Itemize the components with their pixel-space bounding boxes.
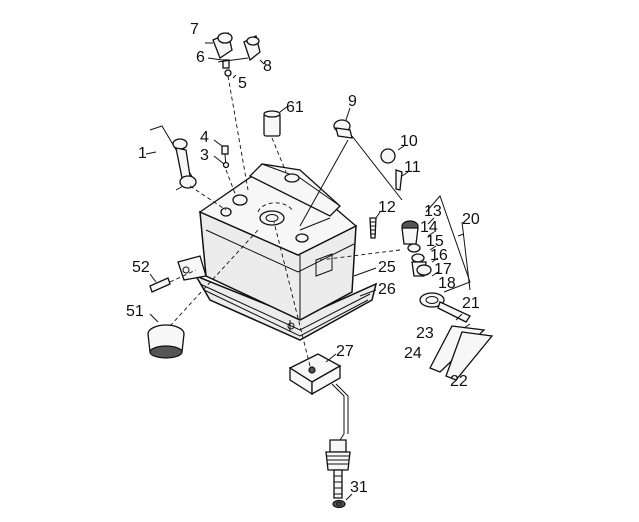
label-27: 27 <box>336 343 354 360</box>
label-31: 31 <box>350 479 368 496</box>
label-61: 61 <box>286 99 304 116</box>
screw-52 <box>149 269 197 293</box>
valve-51 <box>147 229 259 359</box>
label-11: 11 <box>404 159 421 176</box>
label-18: 18 <box>438 275 456 292</box>
screw-3-4 <box>213 139 237 197</box>
label-5: 5 <box>238 75 247 92</box>
part-labels: 7 6 5 8 61 9 10 11 1 4 3 12 13 14 15 16 … <box>126 21 480 496</box>
label-52: 52 <box>132 259 150 276</box>
label-14: 14 <box>420 219 438 236</box>
label-20: 20 <box>462 211 480 228</box>
label-8: 8 <box>263 58 272 75</box>
label-1: 1 <box>138 145 147 162</box>
label-15: 15 <box>426 233 444 250</box>
label-7: 7 <box>190 21 199 38</box>
label-26: 26 <box>378 281 396 298</box>
plug-61 <box>263 105 289 173</box>
caps-group <box>205 32 265 191</box>
sensor-27 <box>273 221 353 509</box>
fitting-stack-13-18 <box>319 195 471 293</box>
label-16: 16 <box>430 247 448 264</box>
label-12: 12 <box>378 199 396 216</box>
label-3: 3 <box>200 147 209 164</box>
label-17: 17 <box>434 261 452 278</box>
label-10: 10 <box>400 133 418 150</box>
screw-12 <box>369 211 381 239</box>
label-21: 21 <box>462 295 480 312</box>
tank-assembly <box>177 163 378 341</box>
fitting-1 <box>145 125 227 211</box>
pipe-assembly <box>419 221 494 381</box>
elbow-9 <box>299 107 403 227</box>
label-22: 22 <box>450 373 468 390</box>
gauge-10-11 <box>380 145 409 191</box>
label-23: 23 <box>416 325 434 342</box>
label-24: 24 <box>404 345 422 362</box>
label-6: 6 <box>196 49 205 66</box>
label-13: 13 <box>424 203 442 220</box>
leaders-25-26 <box>353 267 377 297</box>
label-25: 25 <box>378 259 396 276</box>
label-4: 4 <box>200 129 209 146</box>
label-9: 9 <box>348 93 357 110</box>
label-51: 51 <box>126 303 144 320</box>
